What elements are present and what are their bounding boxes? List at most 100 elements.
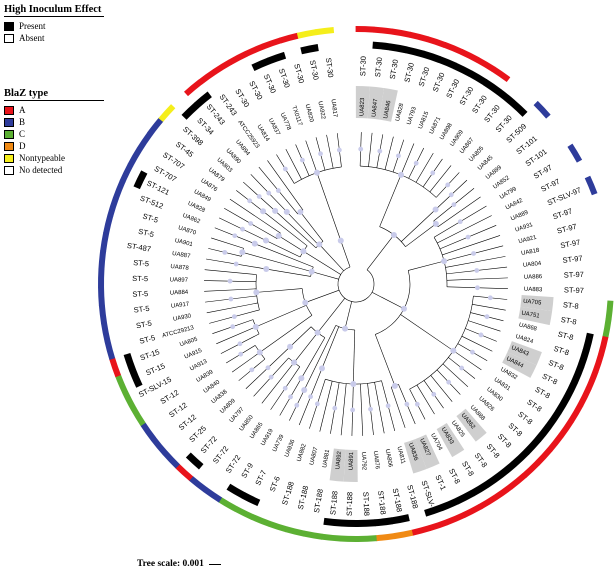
bootstrap-node: [316, 241, 323, 248]
bootstrap-node: [350, 380, 357, 387]
sequence-type-label: ST-188: [328, 491, 339, 516]
tree-branch: [316, 172, 342, 241]
blaz-ring-segment: [101, 322, 111, 343]
highlight-box: [329, 448, 346, 482]
tree-branch: [274, 210, 317, 249]
bootstrap-node: [249, 367, 255, 373]
bootstrap-node: [478, 332, 484, 338]
hie-ring-segment: [181, 102, 199, 120]
highlight-box: [502, 352, 537, 378]
blaz-ring-segment: [355, 26, 375, 33]
bootstrap-node: [441, 258, 448, 265]
tree-branch: [319, 381, 333, 432]
legend-hie-item: Absent: [4, 32, 104, 44]
legend-label: Absent: [19, 33, 45, 43]
tree-branch: [319, 244, 344, 271]
hie-ring-segment: [300, 44, 319, 55]
strain-label: UA913: [189, 358, 209, 372]
strain-label: UA930: [173, 313, 193, 322]
strain-label: UA919: [260, 428, 275, 447]
blaz-ring-segment: [198, 68, 217, 85]
sequence-type-label: ST-188: [312, 488, 325, 513]
legend-hie-underline: [4, 16, 104, 17]
tree-branch: [242, 251, 312, 272]
bootstrap-node: [484, 314, 490, 320]
blaz-ring-segment: [98, 250, 107, 270]
strain-label: UA847: [371, 98, 379, 118]
blaz-ring-segment: [577, 387, 592, 407]
sequence-type-label: ST-30: [457, 85, 475, 107]
bootstrap-node: [471, 251, 477, 256]
sequence-type-label: ST-5: [135, 319, 152, 331]
strain-label: UA909: [450, 129, 466, 148]
sequence-type-label: ST-8: [506, 421, 524, 438]
blaz-ring-segment: [460, 49, 480, 63]
sequence-type-label: ST-30: [308, 59, 321, 80]
hie-ring-segment: [582, 332, 594, 352]
tree-branch: [340, 383, 347, 436]
bootstrap-node: [282, 166, 288, 172]
hie-ring-segment: [535, 424, 552, 443]
strain-label: UA887: [172, 251, 192, 260]
hie-ring-segment: [496, 89, 515, 106]
blaz-ring-segment: [122, 391, 137, 411]
bootstrap-node: [265, 365, 271, 371]
blaz-ring-segment: [147, 117, 164, 137]
tree-branch: [368, 132, 373, 167]
sequence-type-label: ST-45: [174, 140, 195, 159]
bootstrap-node: [450, 347, 457, 354]
blaz-ring-segment: [533, 100, 551, 119]
blaz-ring-segment: [493, 484, 513, 501]
sequence-type-label: ST-8: [496, 432, 513, 450]
legend-high-inoculum: High Inoculum Effect Present Absent: [4, 4, 104, 44]
tree-branch: [301, 337, 326, 379]
legend-label: B: [19, 117, 26, 127]
bootstrap-node: [377, 148, 383, 154]
hie-ring-segment: [571, 365, 585, 384]
blaz-ring-segment: [584, 175, 598, 196]
strain-label: ATCC29213: [162, 325, 196, 339]
hie-ring-segment: [323, 517, 342, 527]
highlight-box: [518, 306, 553, 326]
bootstrap-node: [299, 157, 305, 163]
tree-scale-bar: [208, 563, 221, 565]
strain-label: UA799: [499, 186, 518, 201]
strain-label: UA901: [174, 238, 194, 248]
tree-branch: [285, 149, 302, 180]
strain-label: UA868: [518, 322, 538, 332]
bootstrap-node: [239, 249, 246, 256]
bootstrap-node: [252, 323, 259, 330]
bootstrap-node: [228, 296, 234, 302]
hie-ring-segment: [241, 492, 261, 507]
bootstrap-node: [275, 232, 282, 239]
sequence-type-label: ST-1: [433, 474, 447, 492]
hie-ring-segment: [482, 79, 502, 95]
strain-label: UA705: [523, 299, 543, 307]
sequence-type-label: ST-188: [280, 480, 296, 506]
blaz-ring-segment: [339, 535, 359, 542]
legend-blaz-item: D: [4, 140, 104, 152]
tree-branch: [326, 134, 334, 169]
hie-ring-segment: [372, 41, 391, 51]
sequence-type-label: ST-5: [137, 227, 155, 239]
sequence-type-label: ST-30: [247, 79, 264, 101]
strain-label: UA882: [297, 443, 309, 463]
blaz-ring-segment: [250, 514, 271, 527]
blaz-type-ring: [98, 26, 614, 542]
tree-branch: [286, 211, 319, 246]
bootstrap-node: [358, 146, 364, 152]
tree-branch: [305, 140, 318, 173]
sequence-type-label: ST-188: [376, 490, 388, 515]
hie-ring-segment: [133, 170, 148, 190]
blaz-ring-segment: [462, 504, 482, 518]
blaz-ring-segment: [285, 526, 305, 537]
sequence-type-label: ST-12: [167, 400, 189, 419]
sequence-type-label: ST-8: [563, 300, 580, 311]
sequence-type-label: ST-8: [547, 358, 565, 372]
blaz-ring-segment: [218, 497, 238, 512]
tree-branch: [262, 211, 308, 247]
bootstrap-node: [275, 188, 281, 193]
bootstrap-node: [238, 351, 244, 357]
